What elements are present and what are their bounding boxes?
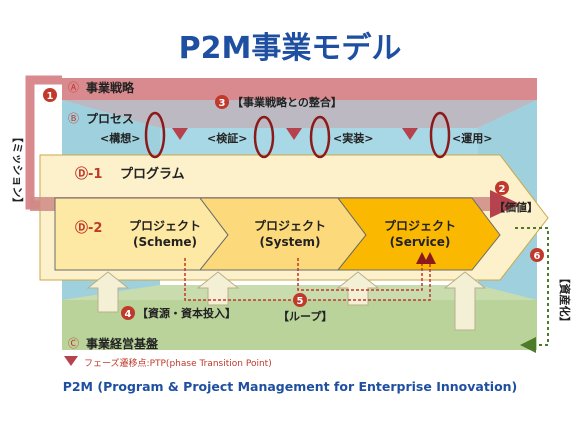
phase-label: <実装> <box>333 131 373 145</box>
foundation-label: 事業経営基盤 <box>86 336 159 351</box>
project-sub: (System) <box>260 235 321 249</box>
callout-number: 6 <box>534 251 541 262</box>
callout-badge <box>495 181 509 195</box>
ptp-triangle <box>286 128 302 140</box>
legend-text: フェーズ遷移点:PTP(phase Transition Point) <box>84 357 272 369</box>
phase-label: <構想> <box>100 131 140 145</box>
callout-badge <box>43 88 57 102</box>
up-arrow <box>86 271 130 313</box>
project-chevron-3 <box>336 197 501 271</box>
foundation-layer <box>62 300 537 350</box>
program-label: プログラム <box>120 166 185 182</box>
phase-labels: <構想> <検証> <実装> <運用> <box>100 131 492 145</box>
up-arrow <box>336 271 380 306</box>
callout-badge <box>293 293 307 307</box>
callout-number: 2 <box>499 184 506 195</box>
ptp-markers <box>172 128 418 140</box>
project-name: プロジェクト <box>129 218 201 233</box>
strategy-label: 事業戦略 <box>86 80 135 95</box>
footer-caption: P2M (Program & Project Management for En… <box>63 379 518 394</box>
program-marker: Ⓓ-1 <box>75 166 102 182</box>
loop-ring <box>144 111 166 159</box>
callouts: 1 【ミッション】 2 【価値】 3 【事業戦略との整合】 4 【資源・資本投入… <box>11 88 572 328</box>
ptp-triangle <box>172 128 188 140</box>
callout-number: 1 <box>47 91 54 102</box>
process-marker: Ⓑ <box>68 112 79 125</box>
foundation-marker: Ⓒ <box>68 337 79 350</box>
project-name: プロジェクト <box>254 218 326 233</box>
page-title: P2M事業モデル <box>179 31 402 66</box>
phase-label: <検証> <box>207 131 247 145</box>
loop-ring <box>429 111 451 159</box>
resource-arrows <box>86 271 487 331</box>
loop-ring <box>309 115 331 159</box>
callout-number: 4 <box>125 309 132 320</box>
legend-triangle <box>64 356 78 366</box>
callout-number: 3 <box>219 98 226 109</box>
strategy-marker: Ⓐ <box>68 81 79 94</box>
phase-label: <運用> <box>452 132 492 145</box>
mission-label: 【ミッション】 <box>11 132 24 209</box>
callout-badge <box>530 248 544 262</box>
callout-number: 5 <box>297 296 304 307</box>
loop-ring <box>253 115 275 159</box>
process-rings <box>144 111 451 159</box>
resources-label: 【資源・資本投入】 <box>137 306 236 320</box>
ptp-triangle <box>402 128 418 140</box>
callout-badge <box>215 95 229 109</box>
assets-label: 【資産化】 <box>558 273 572 328</box>
up-arrow <box>196 271 240 306</box>
process-label: プロセス <box>86 111 134 126</box>
project-name: プロジェクト <box>384 218 456 233</box>
project-labels: プロジェクト (Scheme) プロジェクト (System) プロジェクト (… <box>129 218 456 249</box>
project-sub: (Service) <box>390 235 451 249</box>
assets-path <box>515 227 549 353</box>
loop-lines <box>184 252 436 301</box>
projects-marker: Ⓓ-2 <box>75 220 102 236</box>
callout-badge <box>121 306 135 320</box>
up-arrow <box>443 271 487 331</box>
alignment-label: 【事業戦略との整合】 <box>232 95 342 109</box>
project-sub: (Scheme) <box>133 235 197 249</box>
loop-label: 【ループ】 <box>278 309 332 323</box>
value-label: 【価値】 <box>494 200 538 214</box>
